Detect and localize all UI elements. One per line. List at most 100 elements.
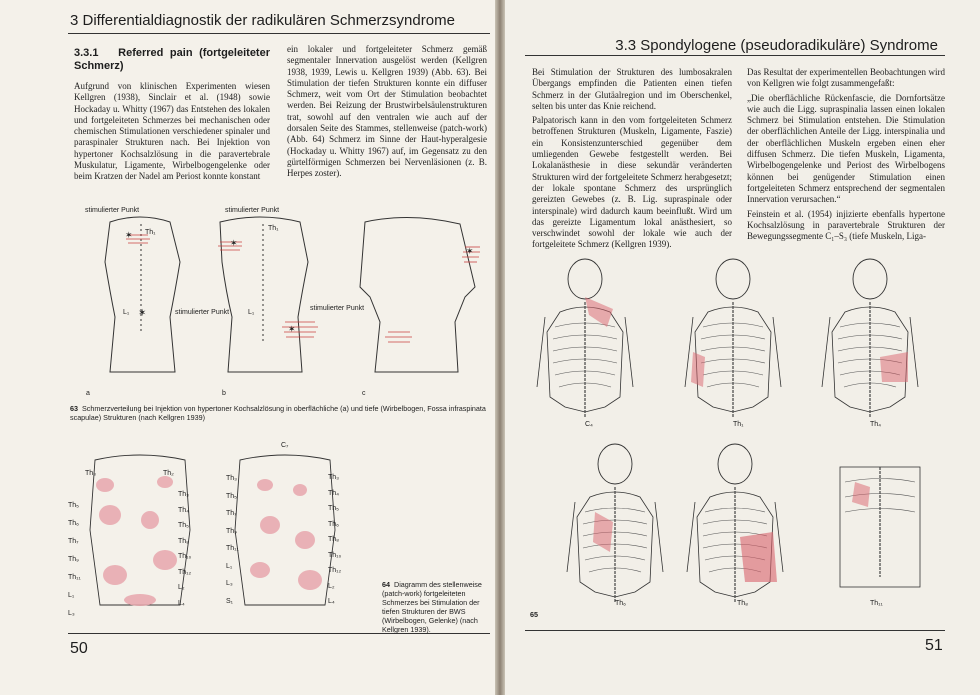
- level-label: Th₄: [328, 489, 340, 497]
- fig65-label: Th₁₁: [870, 600, 883, 607]
- level-label: Th₃: [226, 475, 238, 482]
- label-l1: L₁: [248, 309, 255, 316]
- fig65-label: Th₈: [737, 600, 749, 607]
- level-label: Th₄: [178, 506, 190, 514]
- fig65-label: Th₆: [615, 600, 626, 607]
- level-label: Th₅: [226, 492, 237, 500]
- star-marker: ✶: [125, 230, 133, 240]
- book-gutter: [495, 0, 505, 695]
- fig64-label-c7: C₇: [281, 442, 289, 449]
- level-label: Th₅: [178, 522, 189, 529]
- back-outline-a: [104, 216, 181, 373]
- page-number: 50: [70, 640, 88, 657]
- back-torso-outline: [234, 454, 336, 606]
- level-label: L₁: [68, 592, 75, 599]
- paragraph: Feinstein et al. (1954) injizierte ebenf…: [747, 208, 945, 242]
- chapter-header: 3 Differentialdiagnostik der radikulären…: [70, 12, 455, 29]
- section-header: 3.3 Spondylogene (pseudoradikuläre) Synd…: [615, 37, 938, 54]
- footer-rule: [525, 630, 945, 631]
- level-label: L₂: [328, 582, 335, 590]
- level-label: Th₆: [328, 520, 339, 528]
- skeleton-th6: [566, 443, 664, 603]
- level-label: Th₉: [226, 527, 237, 535]
- level-label: Th₃: [328, 474, 340, 481]
- level-label: Th₇: [68, 538, 79, 545]
- section-number: 3.3.1: [74, 47, 99, 59]
- left-column-2: ein lokaler und fortgeleiteter Schmerz g…: [287, 44, 487, 183]
- figure-63: ✶ ✶ ✶ ✶ ✶ stimulierter Punkt stimulierte…: [85, 207, 480, 397]
- level-label: L₂: [178, 584, 185, 591]
- label-c: c: [362, 390, 366, 397]
- level-label: Th₁₁: [68, 574, 81, 581]
- caption-65: 65: [530, 610, 538, 619]
- header-rule: [525, 55, 945, 56]
- level-label: Th₅: [68, 502, 79, 509]
- level-label: L₄: [178, 599, 185, 607]
- right-column-1: Bei Stimulation der Strukturen des lumbo…: [532, 67, 732, 254]
- caption-64: 64 Diagramm des stellenweise (patch-work…: [382, 580, 490, 634]
- label-stim: stimulierter Punkt: [310, 305, 364, 312]
- label-th1: Th₁: [145, 229, 156, 236]
- level-label: Th₁₁: [226, 545, 239, 552]
- fig65-label: Th₁: [733, 421, 744, 428]
- level-label: S₁: [226, 597, 234, 605]
- level-label: L₃: [226, 580, 233, 587]
- page-number: 51: [925, 637, 943, 654]
- front-outline-c: [359, 217, 476, 373]
- level-label: L₄: [328, 598, 335, 605]
- paragraph: „Die oberflächliche Rückenfascie, die Do…: [747, 92, 945, 205]
- level-label: L₃: [68, 610, 75, 617]
- figure-64: [89, 454, 336, 606]
- caption-text: Schmerzverteilung bei Injektion von hype…: [70, 404, 486, 422]
- paragraph: Aufgrund von klinischen Experimenten wie…: [74, 81, 270, 182]
- section-heading: 3.3.1 Referred pain (fortgeleiteter Schm…: [74, 47, 270, 73]
- header-rule: [68, 33, 490, 34]
- left-column-1: 3.3.1 Referred pain (fortgeleiteter Schm…: [74, 47, 270, 186]
- level-label: Th₉: [68, 556, 79, 563]
- footer-rule: [68, 633, 490, 634]
- skeleton-th1: [684, 258, 782, 418]
- level-label: Th₃: [85, 470, 97, 477]
- skeleton-th8: [686, 443, 784, 603]
- level-label: L₁: [226, 562, 233, 570]
- label-a: a: [86, 390, 90, 397]
- label-stim: stimulierter Punkt: [85, 207, 139, 214]
- paragraph: Das Resultat der experimentellen Beobach…: [747, 67, 945, 89]
- fig65-label: Th₄: [870, 421, 882, 428]
- level-label: Th₈: [328, 536, 340, 543]
- level-label: Th₅: [328, 505, 339, 512]
- fig64-labels-back-right: Th₃ Th₄ Th₅ Th₆ Th₈ Th₁₀ Th₁₂ L₂ L₄: [328, 470, 341, 610]
- skeleton-c4: [536, 258, 634, 418]
- label-l1: L₁: [123, 309, 130, 316]
- label-stim: stimulierter Punkt: [225, 207, 279, 214]
- section-title: Referred pain (fortgeleiteter Schmerz): [74, 47, 270, 72]
- level-label: Th₁₂: [328, 567, 342, 574]
- caption-text: Diagramm des stellenweise (patch-work) f…: [382, 580, 482, 634]
- level-label: Th₂: [163, 470, 174, 477]
- level-label: Th₁₀: [328, 551, 342, 559]
- skeleton-th4: [821, 258, 919, 418]
- right-page: 3.3 Spondylogene (pseudoradikuläre) Synd…: [505, 0, 980, 695]
- level-label: Th₁₀: [178, 553, 192, 560]
- star-marker: ✶: [288, 324, 296, 334]
- star-marker: ✶: [138, 308, 146, 319]
- star-marker: ✶: [230, 238, 238, 248]
- level-label: Th₃: [178, 491, 190, 498]
- back-outline-b: [219, 216, 309, 373]
- left-page: 3 Differentialdiagnostik der radikulären…: [0, 0, 495, 695]
- level-label: Th₇: [226, 510, 237, 517]
- paragraph: Palpatorisch kann in den vom fortgeleite…: [532, 115, 732, 250]
- caption-number: 64: [382, 580, 390, 589]
- caption-63: 63 Schmerzverteilung bei Injektion von h…: [70, 404, 488, 422]
- front-torso-outline: [89, 454, 191, 606]
- fig64-labels-front-right: Th₃ Th₄ Th₅ Th₈ Th₁₀ Th₁₂ L₂ L₄: [178, 487, 191, 611]
- fig65-label: C₄: [585, 421, 593, 428]
- paragraph: ein lokaler und fortgeleiteter Schmerz g…: [287, 44, 487, 179]
- fig64-labels-back-left: Th₃ Th₅ Th₇ Th₉ Th₁₁ L₁ L₃ S₁: [226, 470, 239, 610]
- label-th1: Th₁: [268, 225, 279, 232]
- right-column-2: Das Resultat der experimentellen Beobach…: [747, 67, 945, 245]
- label-stim: stimulierter Punkt: [175, 309, 229, 316]
- star-marker: ✶: [466, 246, 474, 256]
- level-label: Th₈: [178, 537, 190, 545]
